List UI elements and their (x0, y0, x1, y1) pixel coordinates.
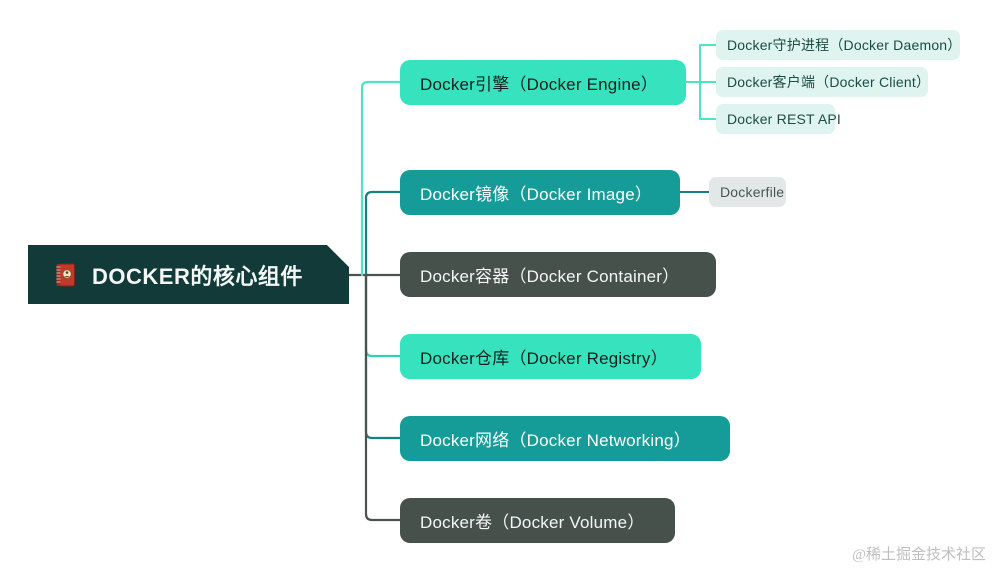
node-docker-image[interactable]: Docker镜像（Docker Image） (400, 170, 680, 215)
chip-docker-daemon[interactable]: Docker守护进程（Docker Daemon） (716, 30, 962, 60)
chip-docker-rest-api[interactable]: Docker REST API (716, 104, 841, 134)
node-label: Docker网络（Docker Networking） (420, 431, 691, 450)
chip-label: Docker守护进程（Docker Daemon） (727, 37, 962, 53)
watermark: @稀土掘金技术社区 (852, 547, 986, 563)
node-label: Docker仓库（Docker Registry） (420, 349, 668, 368)
root-label: DOCKER的核心组件 (92, 263, 303, 289)
node-docker-networking[interactable]: Docker网络（Docker Networking） (400, 416, 730, 461)
red-notebook-icon (54, 263, 76, 287)
node-label: Docker引擎（Docker Engine） (420, 75, 658, 94)
root-corner-fold (327, 245, 349, 267)
root-node[interactable]: DOCKER的核心组件 (28, 245, 349, 304)
node-docker-registry[interactable]: Docker仓库（Docker Registry） (400, 334, 701, 379)
chip-label: Docker客户端（Docker Client） (727, 74, 931, 90)
node-docker-volume[interactable]: Docker卷（Docker Volume） (400, 498, 675, 543)
chip-label: Dockerfile (720, 184, 785, 200)
chip-dockerfile[interactable]: Dockerfile (709, 177, 786, 207)
node-docker-engine[interactable]: Docker引擎（Docker Engine） (400, 60, 686, 105)
chip-label: Docker REST API (727, 111, 842, 127)
node-docker-container[interactable]: Docker容器（Docker Container） (400, 252, 716, 297)
node-label: Docker容器（Docker Container） (420, 267, 680, 286)
node-label: Docker镜像（Docker Image） (420, 185, 653, 204)
chip-docker-client[interactable]: Docker客户端（Docker Client） (716, 67, 931, 97)
node-label: Docker卷（Docker Volume） (420, 513, 645, 532)
